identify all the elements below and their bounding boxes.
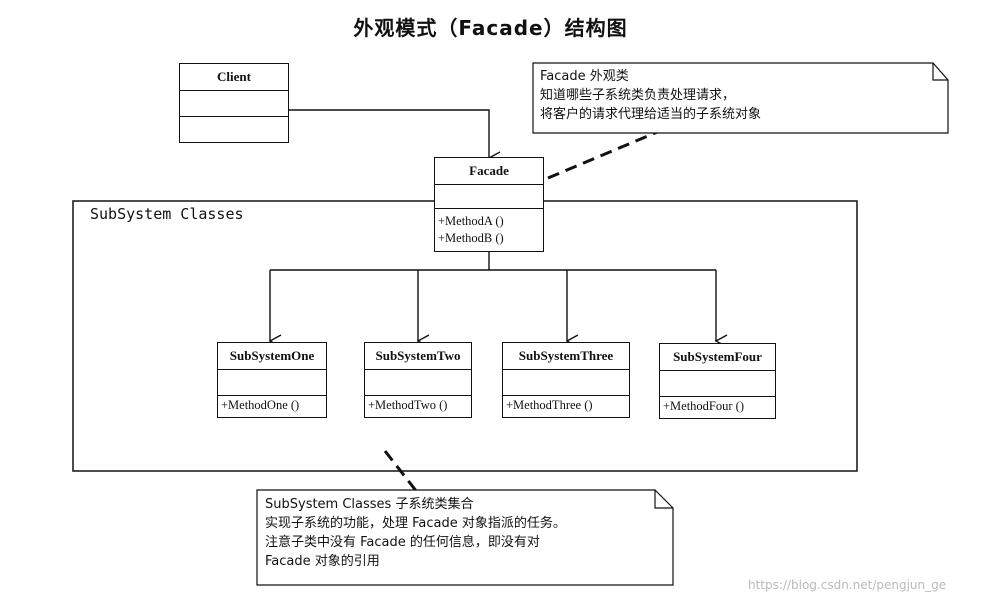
diagram-title: 外观模式（Facade）结构图: [353, 16, 628, 40]
subsystem-one-class[interactable]: SubSystemOne +MethodOne (): [217, 342, 327, 418]
facade-class[interactable]: Facade +MethodA () +MethodB (): [434, 157, 544, 252]
client-class[interactable]: Client: [179, 63, 289, 143]
subsystem-three-name: SubSystemThree: [503, 343, 629, 370]
subsystem-two-operations: +MethodTwo (): [365, 396, 471, 414]
facade-class-name: Facade: [435, 158, 543, 185]
subsystem-one-attributes: [218, 370, 326, 396]
subsystem-three-method: +MethodThree (): [506, 398, 593, 412]
client-attributes: [180, 91, 288, 117]
subsystem-three-attributes: [503, 370, 629, 396]
facade-note-shape: [532, 62, 949, 134]
subsystem-note-line: 实现子系统的功能，处理 Facade 对象指派的任务。: [265, 516, 566, 531]
client-class-name: Client: [180, 64, 288, 91]
facade-note: Facade 外观类 知道哪些子系统类负责处理请求， 将客户的请求代理给适当的子…: [540, 67, 761, 124]
facade-note-line: 将客户的请求代理给适当的子系统对象: [540, 107, 762, 122]
facade-operations: +MethodA () +MethodB (): [435, 209, 543, 247]
subsystem-note-line: 注意子类中没有 Facade 的任何信息，即没有对: [265, 535, 540, 550]
subsystem-four-operations: +MethodFour (): [660, 397, 775, 415]
subsystem-four-name: SubSystemFour: [660, 344, 775, 371]
subsystem-two-method: +MethodTwo (): [368, 398, 448, 412]
facade-method: +MethodB (): [438, 231, 504, 245]
subsystem-four-class[interactable]: SubSystemFour +MethodFour (): [659, 343, 776, 419]
subsystem-note-link: [383, 450, 419, 493]
facade-note-line: Facade 外观类: [540, 69, 629, 84]
subsystem-one-operations: +MethodOne (): [218, 396, 326, 414]
subsystem-note: SubSystem Classes 子系统类集合 实现子系统的功能，处理 Fac…: [265, 495, 566, 571]
facade-method: +MethodA (): [438, 214, 504, 228]
subsystem-four-attributes: [660, 371, 775, 397]
subsystem-three-class[interactable]: SubSystemThree +MethodThree (): [502, 342, 630, 418]
facade-note-link: [547, 128, 663, 180]
subsystem-three-operations: +MethodThree (): [503, 396, 629, 414]
subsystem-four-method: +MethodFour (): [663, 399, 744, 413]
package-label: SubSystem Classes: [90, 205, 244, 223]
watermark: https://blog.csdn.net/pengjun_ge: [748, 578, 947, 592]
facade-attributes: [435, 185, 543, 209]
facade-note-line: 知道哪些子系统类负责处理请求，: [540, 88, 736, 103]
subsystem-one-method: +MethodOne (): [221, 398, 300, 412]
subsystem-one-name: SubSystemOne: [218, 343, 326, 370]
subsystem-note-shape: [256, 489, 674, 586]
subsystem-note-line: Facade 对象的引用: [265, 554, 380, 569]
client-operations: [180, 117, 288, 141]
subsystem-two-name: SubSystemTwo: [365, 343, 471, 370]
subsystem-note-line: SubSystem Classes 子系统类集合: [265, 497, 474, 512]
subsystem-two-class[interactable]: SubSystemTwo +MethodTwo (): [364, 342, 472, 418]
subsystem-two-attributes: [365, 370, 471, 396]
client-to-facade-arrow: [289, 109, 501, 165]
